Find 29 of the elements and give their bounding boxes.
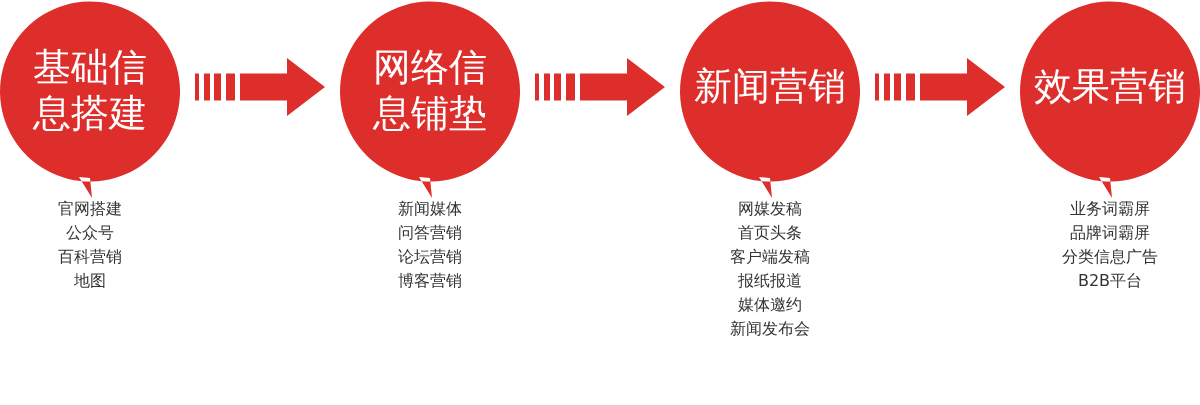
speech-bubble (1020, 0, 1200, 200)
list-item: 新闻发布会 (730, 319, 810, 339)
list-item: 问答营销 (398, 223, 462, 243)
list-item: 品牌词霸屏 (1070, 223, 1150, 243)
list-item: 业务词霸屏 (1070, 199, 1150, 219)
list-item: 网媒发稿 (738, 199, 802, 219)
list-item: 论坛营销 (398, 247, 462, 267)
speech-bubble (680, 0, 860, 200)
list-item: 官网搭建 (58, 199, 122, 219)
arrow (535, 58, 665, 116)
list-item: B2B平台 (1077, 271, 1143, 291)
list-item: 媒体邀约 (738, 295, 802, 315)
bubble-title: 效果营销 (1034, 63, 1186, 109)
list-item: 报纸报道 (738, 271, 802, 291)
arrow (875, 58, 1005, 116)
arrow (195, 58, 325, 116)
speech-bubble (340, 0, 520, 200)
list-item: 客户端发稿 (730, 247, 810, 267)
list-item: 博客营销 (398, 271, 462, 291)
bubble-title: 网络信息铺垫 (372, 44, 488, 136)
list-item: 百科营销 (58, 247, 122, 267)
bubble-title: 新闻营销 (694, 63, 846, 109)
list-item: 新闻媒体 (398, 199, 462, 219)
list-item: 地图 (74, 271, 106, 291)
bubble-title: 基础信息搭建 (32, 44, 148, 136)
speech-bubble (0, 0, 180, 200)
list-item: 公众号 (66, 223, 114, 243)
list-item: 分类信息广告 (1062, 247, 1158, 267)
list-item: 首页头条 (738, 223, 802, 243)
